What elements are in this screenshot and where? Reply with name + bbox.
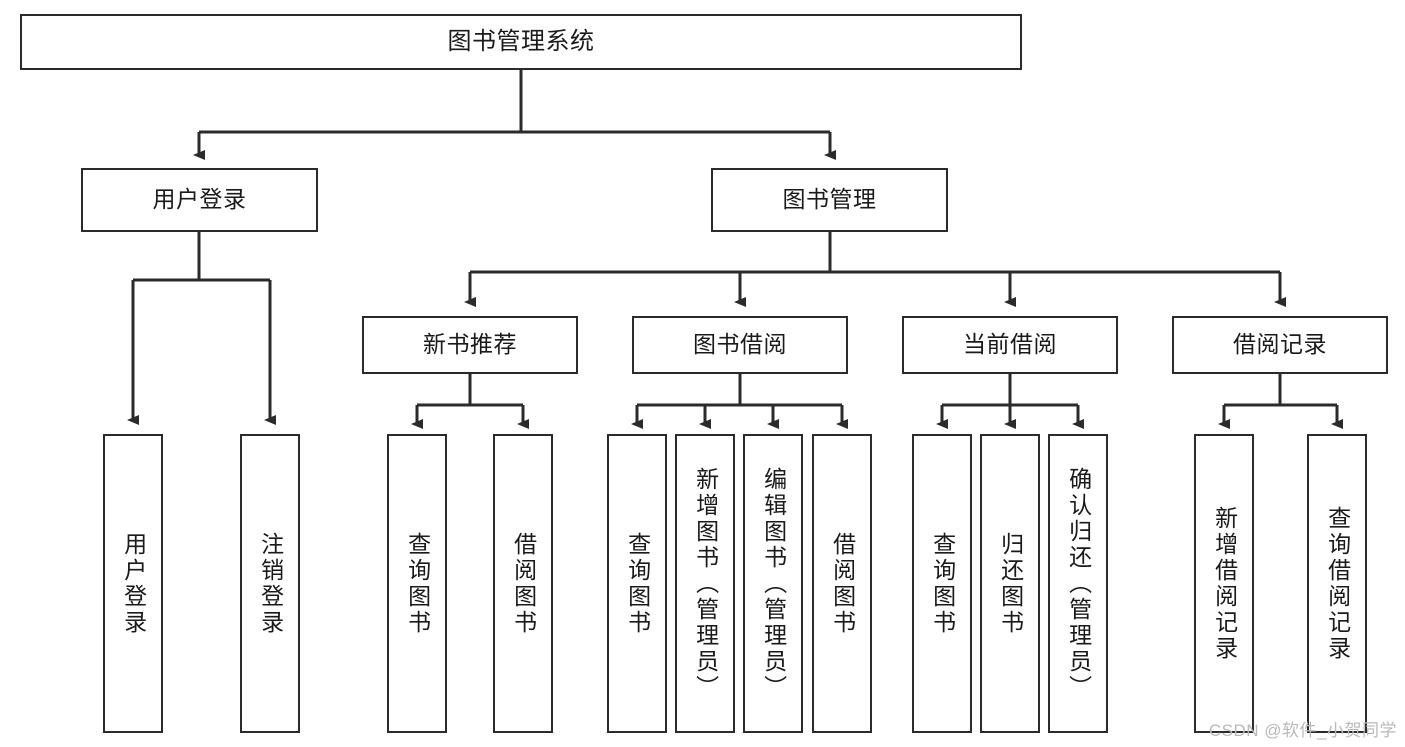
node-label: 借阅图书	[510, 531, 537, 636]
leaf-new-book-borrow[interactable]: 借阅图书	[493, 434, 553, 733]
leaf-borrow-query-book[interactable]: 查询图书	[607, 434, 667, 733]
leaf-borrow-borrow-book[interactable]: 借阅图书	[812, 434, 872, 733]
node-label: 新增图书（管理员）	[692, 466, 719, 701]
leaf-current-return-book[interactable]: 归还图书	[980, 434, 1040, 733]
leaf-records-add-record[interactable]: 新增借阅记录	[1194, 434, 1254, 733]
node-book-management[interactable]: 图书管理	[711, 168, 948, 232]
leaf-current-query-book[interactable]: 查询图书	[912, 434, 972, 733]
leaf-new-book-query[interactable]: 查询图书	[387, 434, 447, 733]
node-label: 编辑图书（管理员）	[760, 466, 787, 701]
node-label: 注销登录	[257, 531, 284, 636]
node-label: 当前借阅	[963, 331, 1057, 358]
leaf-borrow-edit-book-admin[interactable]: 编辑图书（管理员）	[743, 434, 803, 733]
node-root-system[interactable]: 图书管理系统	[20, 14, 1022, 70]
node-label: 图书管理	[782, 186, 877, 213]
leaf-user-login-signin[interactable]: 用户登录	[103, 434, 163, 733]
node-user-login[interactable]: 用户登录	[81, 168, 318, 232]
node-label: 新书推荐	[423, 331, 517, 358]
node-label: 借阅记录	[1233, 331, 1327, 358]
leaf-user-login-signout[interactable]: 注销登录	[240, 434, 300, 733]
node-label: 图书借阅	[693, 331, 787, 358]
node-label: 用户登录	[120, 531, 147, 636]
node-borrow-records[interactable]: 借阅记录	[1172, 316, 1388, 374]
node-label: 查询图书	[624, 531, 651, 636]
leaf-records-query-record[interactable]: 查询借阅记录	[1307, 434, 1367, 733]
node-new-book-recommend[interactable]: 新书推荐	[362, 316, 578, 374]
node-label: 新增借阅记录	[1211, 505, 1238, 662]
node-current-borrow[interactable]: 当前借阅	[902, 316, 1118, 374]
leaf-borrow-add-book-admin[interactable]: 新增图书（管理员）	[675, 434, 735, 733]
node-label: 查询借阅记录	[1324, 505, 1351, 662]
leaf-current-confirm-return-admin[interactable]: 确认归还（管理员）	[1048, 434, 1108, 733]
watermark-text: CSDN @软件_小贺同学	[1208, 721, 1397, 740]
node-label: 查询图书	[929, 531, 956, 636]
node-label: 确认归还（管理员）	[1065, 466, 1092, 701]
node-label: 查询图书	[404, 531, 431, 636]
node-label: 用户登录	[152, 186, 247, 213]
node-label: 借阅图书	[829, 531, 856, 636]
node-book-borrow[interactable]: 图书借阅	[632, 316, 848, 374]
node-label: 图书管理系统	[447, 27, 595, 55]
node-label: 归还图书	[997, 531, 1024, 636]
